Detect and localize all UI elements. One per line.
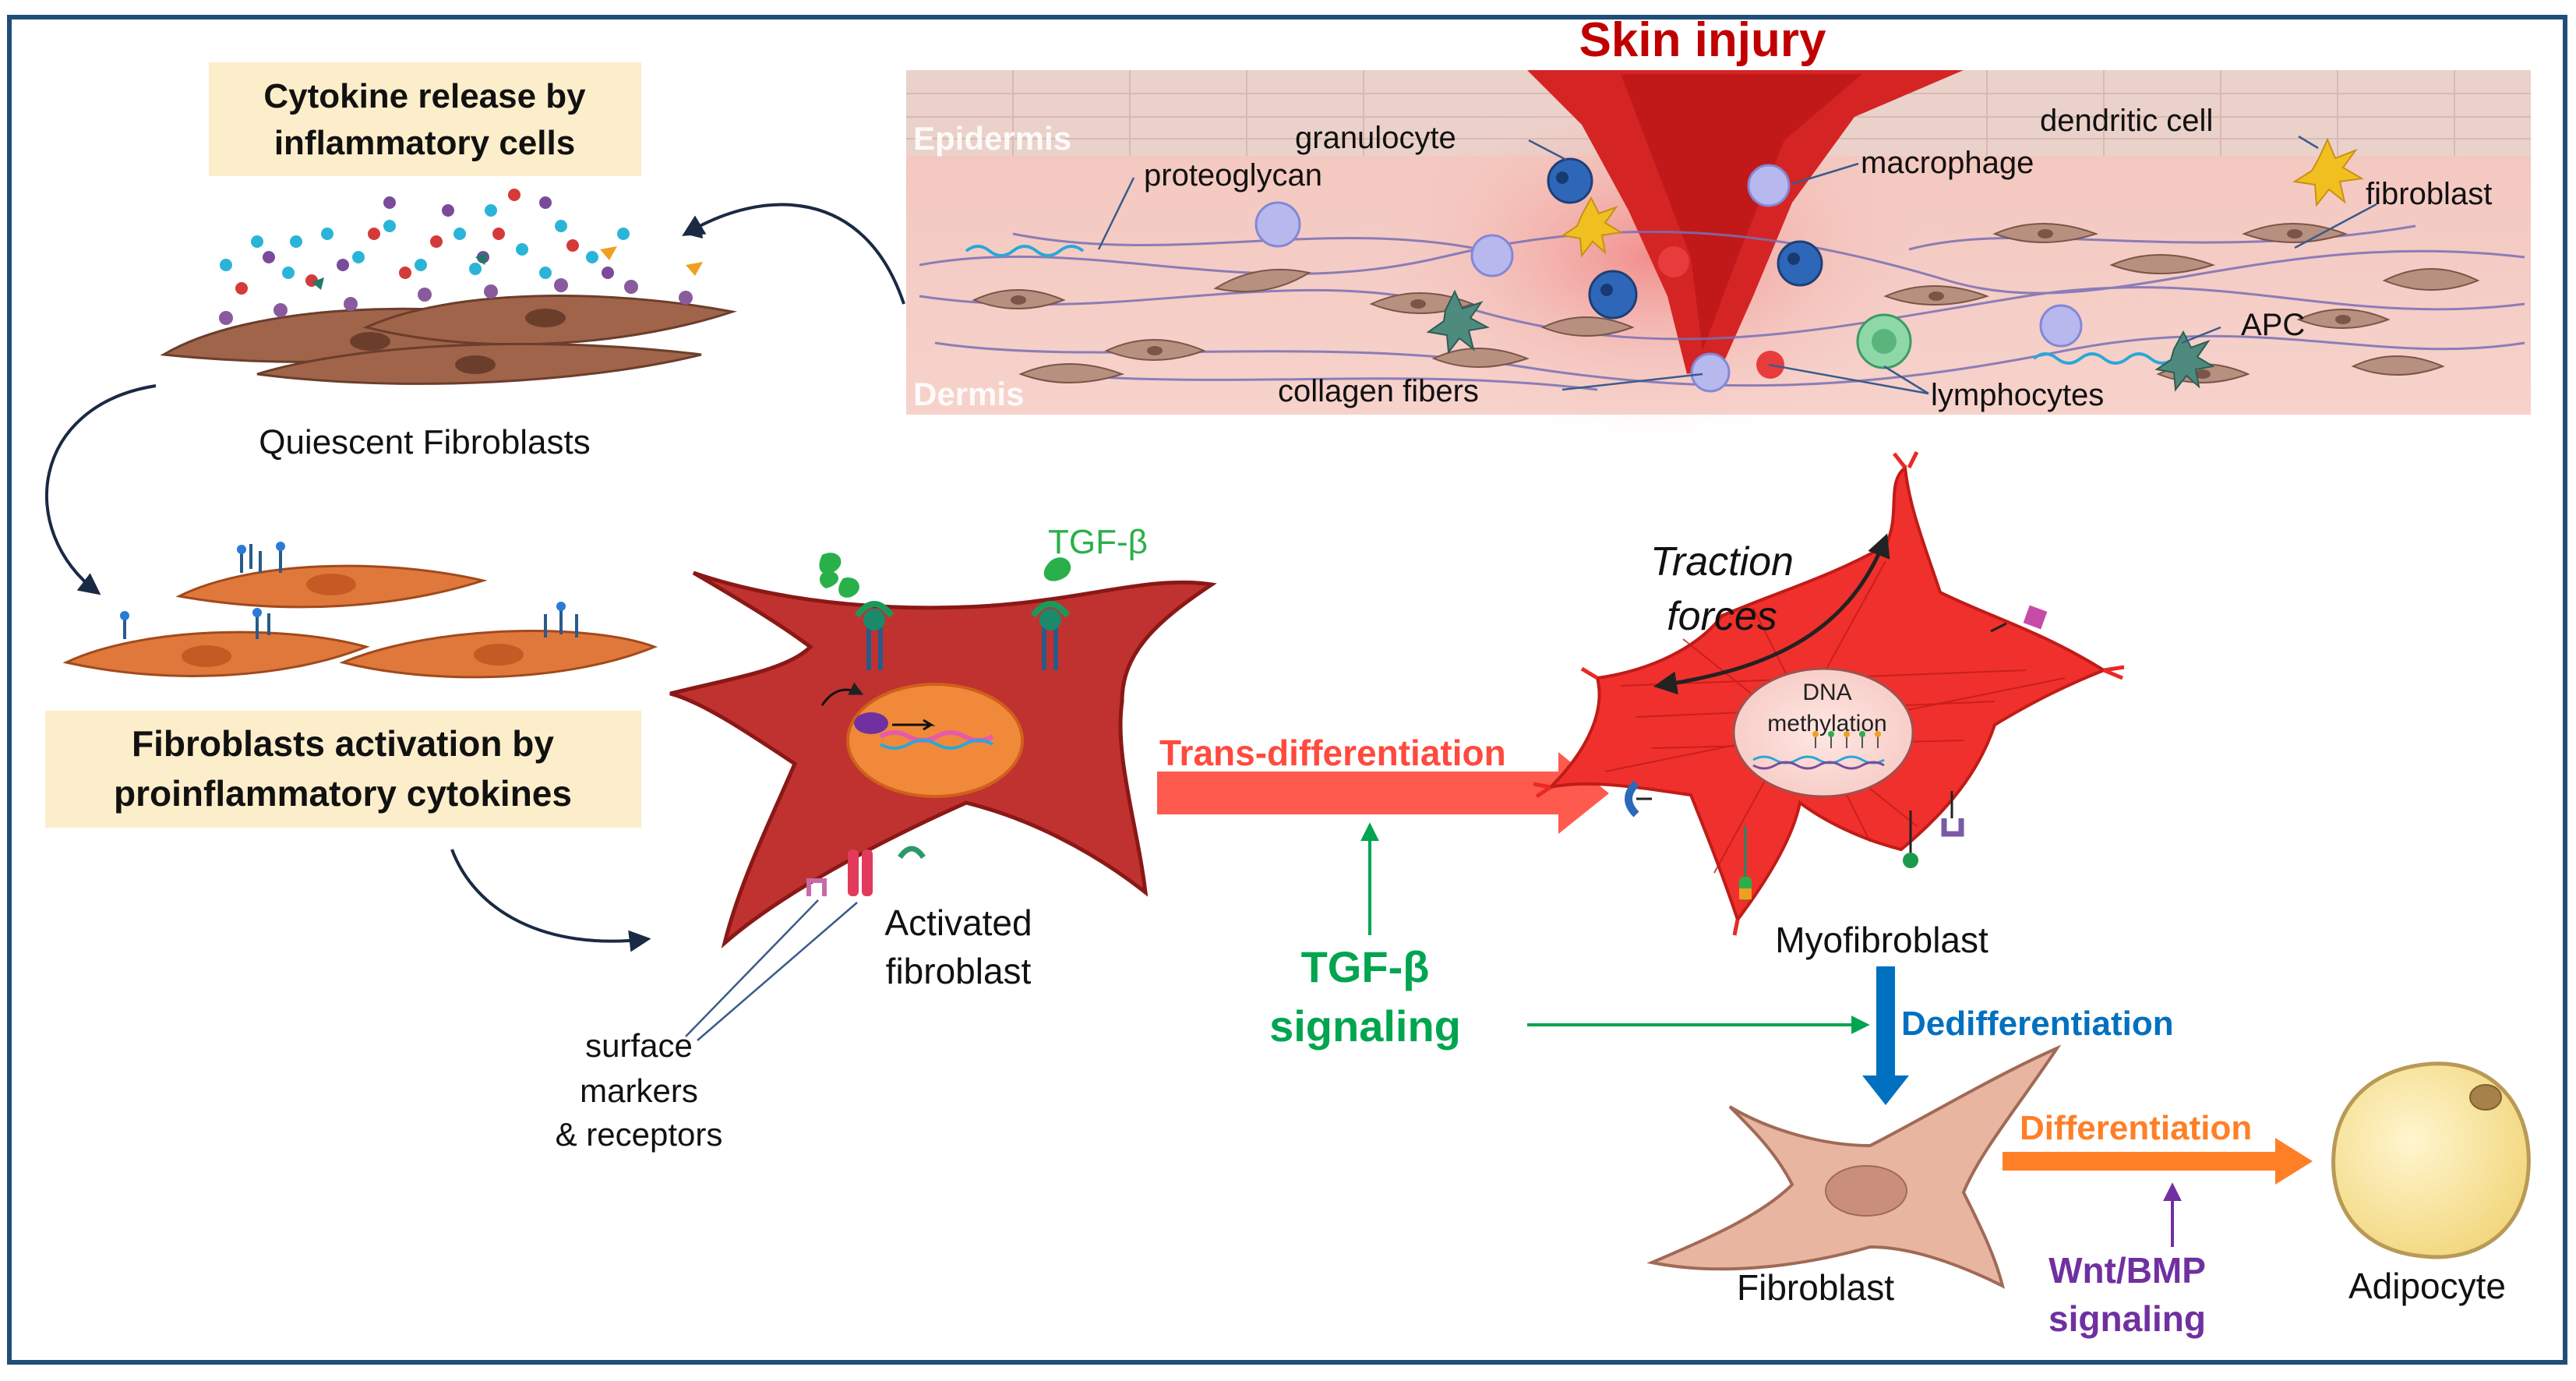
- arrow-skin-to-cytokines: [682, 203, 905, 305]
- differentiation-label: Differentiation: [2020, 1109, 2252, 1147]
- trans-differentiation-arrow: [1157, 752, 1609, 834]
- dedifferentiation-arrow: [1862, 966, 1909, 1105]
- activated-fibroblast-label-1: Activated: [884, 902, 1032, 943]
- cytokine-box-line1: Cytokine release by: [263, 77, 586, 115]
- dermal-fibroblasts: [972, 223, 2480, 383]
- arrow-quiescent-to-primed: [44, 384, 157, 595]
- macrophage-label: macrophage: [1861, 146, 2034, 180]
- quiescent-fibroblasts-label: Quiescent Fibroblasts: [259, 423, 591, 461]
- proteoglycan-label: proteoglycan: [1144, 158, 1322, 192]
- apc-label: APC: [2241, 308, 2305, 342]
- outer-frame: [7, 15, 2567, 1365]
- activation-box-line1: Fibroblasts activation by: [132, 723, 554, 764]
- epidermis-label: Epidermis: [913, 120, 1071, 157]
- lymphocytes-label: lymphocytes: [1931, 378, 2104, 412]
- granulocyte-cells: [1547, 157, 1823, 320]
- dna-label-1: DNA: [1802, 680, 1851, 705]
- dna-label-2: methylation: [1767, 711, 1886, 736]
- markers-label-2: markers: [580, 1072, 698, 1109]
- tgf-signaling-line2: signaling: [1269, 1001, 1461, 1051]
- tgf-signaling-line1: TGF-β: [1301, 942, 1430, 991]
- dermis-label: Dermis: [913, 376, 1024, 412]
- traction-label-1: Traction: [1650, 539, 1794, 585]
- traction-label-2: forces: [1667, 594, 1777, 639]
- fibroblast-label: Fibroblast: [1737, 1267, 1894, 1308]
- arrow-to-activated: [450, 849, 651, 952]
- fibroblast-label: fibroblast: [2366, 177, 2492, 211]
- fibroblast-cell: Fibroblast: [1646, 1044, 2062, 1308]
- skin-injury-title: Skin injury: [1579, 13, 1826, 67]
- trans-differentiation-label: Trans-differentiation: [1159, 733, 1506, 773]
- granulocyte-label: granulocyte: [1295, 121, 1456, 155]
- traction-forces-arrow: [1653, 533, 1890, 695]
- adipocyte-label: Adipocyte: [2348, 1266, 2506, 1306]
- dendritic-cell: [1561, 137, 2364, 258]
- cytokine-box-line2: inflammatory cells: [274, 124, 575, 162]
- activated-fibroblast-label-2: fibroblast: [886, 951, 1032, 991]
- primed-fibroblasts-illustration: [62, 542, 658, 679]
- proteoglycan-strands: [965, 245, 2175, 365]
- markers-label-3: & receptors: [556, 1116, 723, 1153]
- skin-injury-panel: Skin injury Epidermis Dermis granulocyte…: [906, 13, 2531, 436]
- tgf-beta-label: TGF-β: [1048, 523, 1148, 561]
- wnt-label-1: Wnt/BMP: [2048, 1250, 2206, 1291]
- cytokine-release-box: Cytokine release by inflammatory cells: [209, 62, 641, 176]
- activated-nucleus: [846, 683, 1024, 798]
- wnt-label-2: signaling: [2048, 1298, 2206, 1339]
- activated-fibroblast-cell: TGF-β Activated fibroblast: [669, 523, 1217, 991]
- myofibroblast-label: Myofibroblast: [1775, 920, 1988, 960]
- activation-box: Fibroblasts activation by proinflammator…: [45, 711, 641, 828]
- markers-label-1: surface: [585, 1027, 693, 1064]
- quiescent-fibroblasts-illustration: Quiescent Fibroblasts: [160, 189, 737, 461]
- collagen-fibers-label: collagen fibers: [1278, 374, 1479, 408]
- dedifferentiation-label: Dedifferentiation: [1901, 1005, 2174, 1043]
- macrophage-cells: [1254, 164, 2083, 393]
- adipocyte-cell: Adipocyte: [2331, 1061, 2531, 1306]
- differentiation-arrow: [2003, 1138, 2313, 1185]
- lymphocyte-cells: [1658, 246, 1912, 379]
- activation-box-line2: proinflammatory cytokines: [114, 773, 572, 814]
- myofibroblast-cell: DNA methylation: [1533, 450, 2125, 936]
- apc-cells: [1426, 289, 2215, 392]
- dendritic-cell-label: dendritic cell: [2040, 104, 2213, 138]
